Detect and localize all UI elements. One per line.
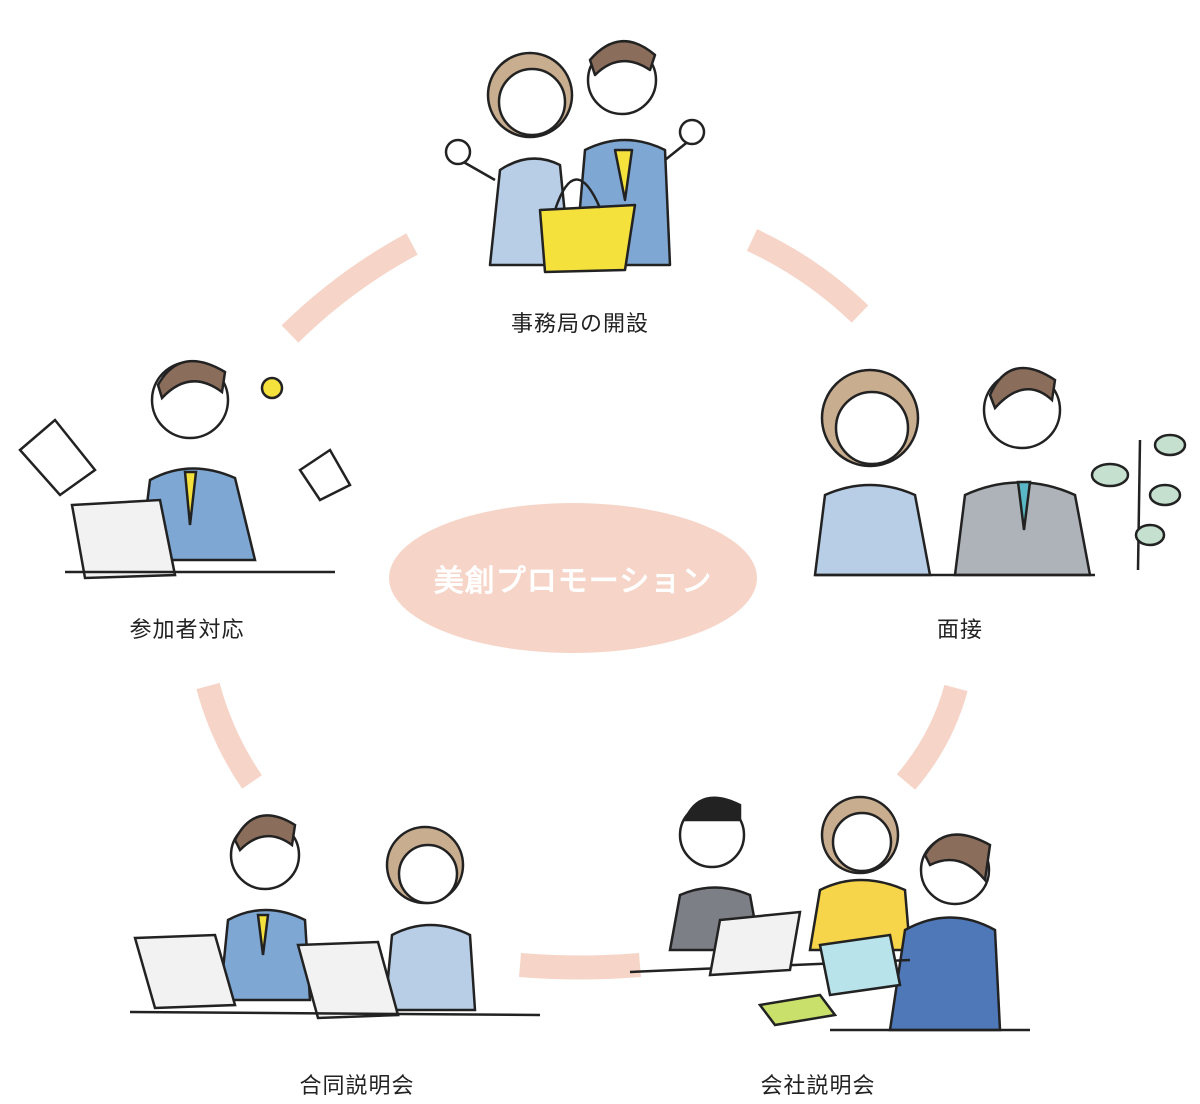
arc-right xyxy=(896,684,968,790)
step-label-office-opening: 事務局の開設 xyxy=(510,312,650,337)
arc-bottom xyxy=(519,953,641,980)
arc-top-right xyxy=(746,229,869,323)
illustration-office-opening xyxy=(444,40,706,274)
illustration-joint-briefing xyxy=(129,814,541,1020)
step-label-company-briefing: 会社説明会 xyxy=(760,1074,876,1099)
center-title: 美創プロモーション xyxy=(433,564,713,599)
arc-top-left xyxy=(281,233,418,343)
center-ellipse xyxy=(389,503,757,653)
arc-left xyxy=(196,682,262,789)
illustration-participant-support xyxy=(18,359,352,580)
illustration-company-briefing xyxy=(629,795,1030,1032)
illustration-interview xyxy=(813,366,1187,577)
step-label-interview: 面接 xyxy=(936,618,984,643)
step-label-joint-briefing: 合同説明会 xyxy=(299,1074,415,1099)
step-label-participant-support: 参加者対応 xyxy=(129,618,245,643)
